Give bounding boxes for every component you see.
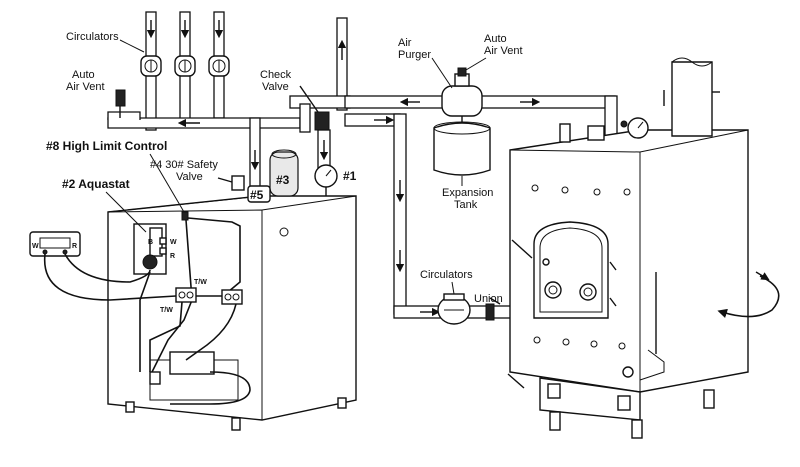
label-expansion-tank-2: Tank: [454, 199, 478, 211]
label-aquastat-b: B: [148, 239, 153, 246]
label-tag-5: #5: [250, 188, 264, 202]
right-boiler: [507, 57, 780, 439]
tw-junction-2: [221, 289, 243, 305]
label-auto-air-vent-left-2: Air Vent: [66, 81, 105, 93]
labels: Circulators Auto Air Vent Check Valve Ai…: [32, 31, 523, 314]
union-fitting: [485, 297, 501, 321]
label-auto-air-vent-left-1: Auto: [72, 69, 95, 81]
label-high-limit: #8 High Limit Control: [46, 139, 167, 153]
label-circulators-top: Circulators: [66, 31, 119, 43]
auto-air-vent-left: [115, 89, 126, 118]
gauge-1: [314, 164, 338, 196]
label-air-purger-2: Purger: [398, 49, 431, 61]
component-5: [247, 185, 271, 203]
expansion-tank: [433, 116, 491, 176]
safety-valve: [217, 175, 245, 191]
label-check-valve-1: Check: [260, 69, 292, 81]
circulator-1: [140, 55, 162, 77]
label-aquastat: #2 Aquastat: [62, 177, 130, 191]
label-auto-air-vent-right-2: Air Vent: [484, 45, 523, 57]
label-aquastat-r: R: [170, 253, 175, 260]
label-aquastat-w: W: [170, 239, 177, 246]
label-tag-3: #3: [276, 173, 290, 187]
label-safety-valve-2: Valve: [176, 171, 203, 183]
label-thermostat-w: W: [32, 243, 39, 250]
label-union: Union: [474, 293, 503, 305]
label-auto-air-vent-right-1: Auto: [484, 33, 507, 45]
main-loop-pipes: [317, 95, 618, 319]
tw-junction-1: [175, 287, 197, 303]
component-3: [269, 149, 299, 197]
label-tw-1: T/W: [194, 279, 207, 286]
label-expansion-tank-1: Expansion: [442, 187, 493, 199]
air-purger: [441, 67, 483, 117]
label-tw-2: T/W: [160, 307, 173, 314]
top-circulators: [140, 55, 230, 77]
control-wiring: [43, 253, 237, 372]
supply-header: [107, 95, 351, 201]
thermostat: [29, 231, 81, 257]
label-check-valve-2: Valve: [262, 81, 289, 93]
left-boiler: [107, 195, 357, 431]
bottom-circulator: [437, 293, 471, 325]
label-safety-valve-1: #4 30# Safety: [150, 159, 218, 171]
circulator-3: [208, 55, 230, 77]
label-thermostat-r: R: [72, 243, 77, 250]
circulator-2: [174, 55, 196, 77]
label-air-purger-1: Air: [398, 37, 412, 49]
high-limit-control: [151, 211, 241, 373]
aquastat: [133, 223, 167, 275]
label-gauge-1: #1: [343, 169, 357, 183]
label-circulators-bottom: Circulators: [420, 269, 473, 281]
